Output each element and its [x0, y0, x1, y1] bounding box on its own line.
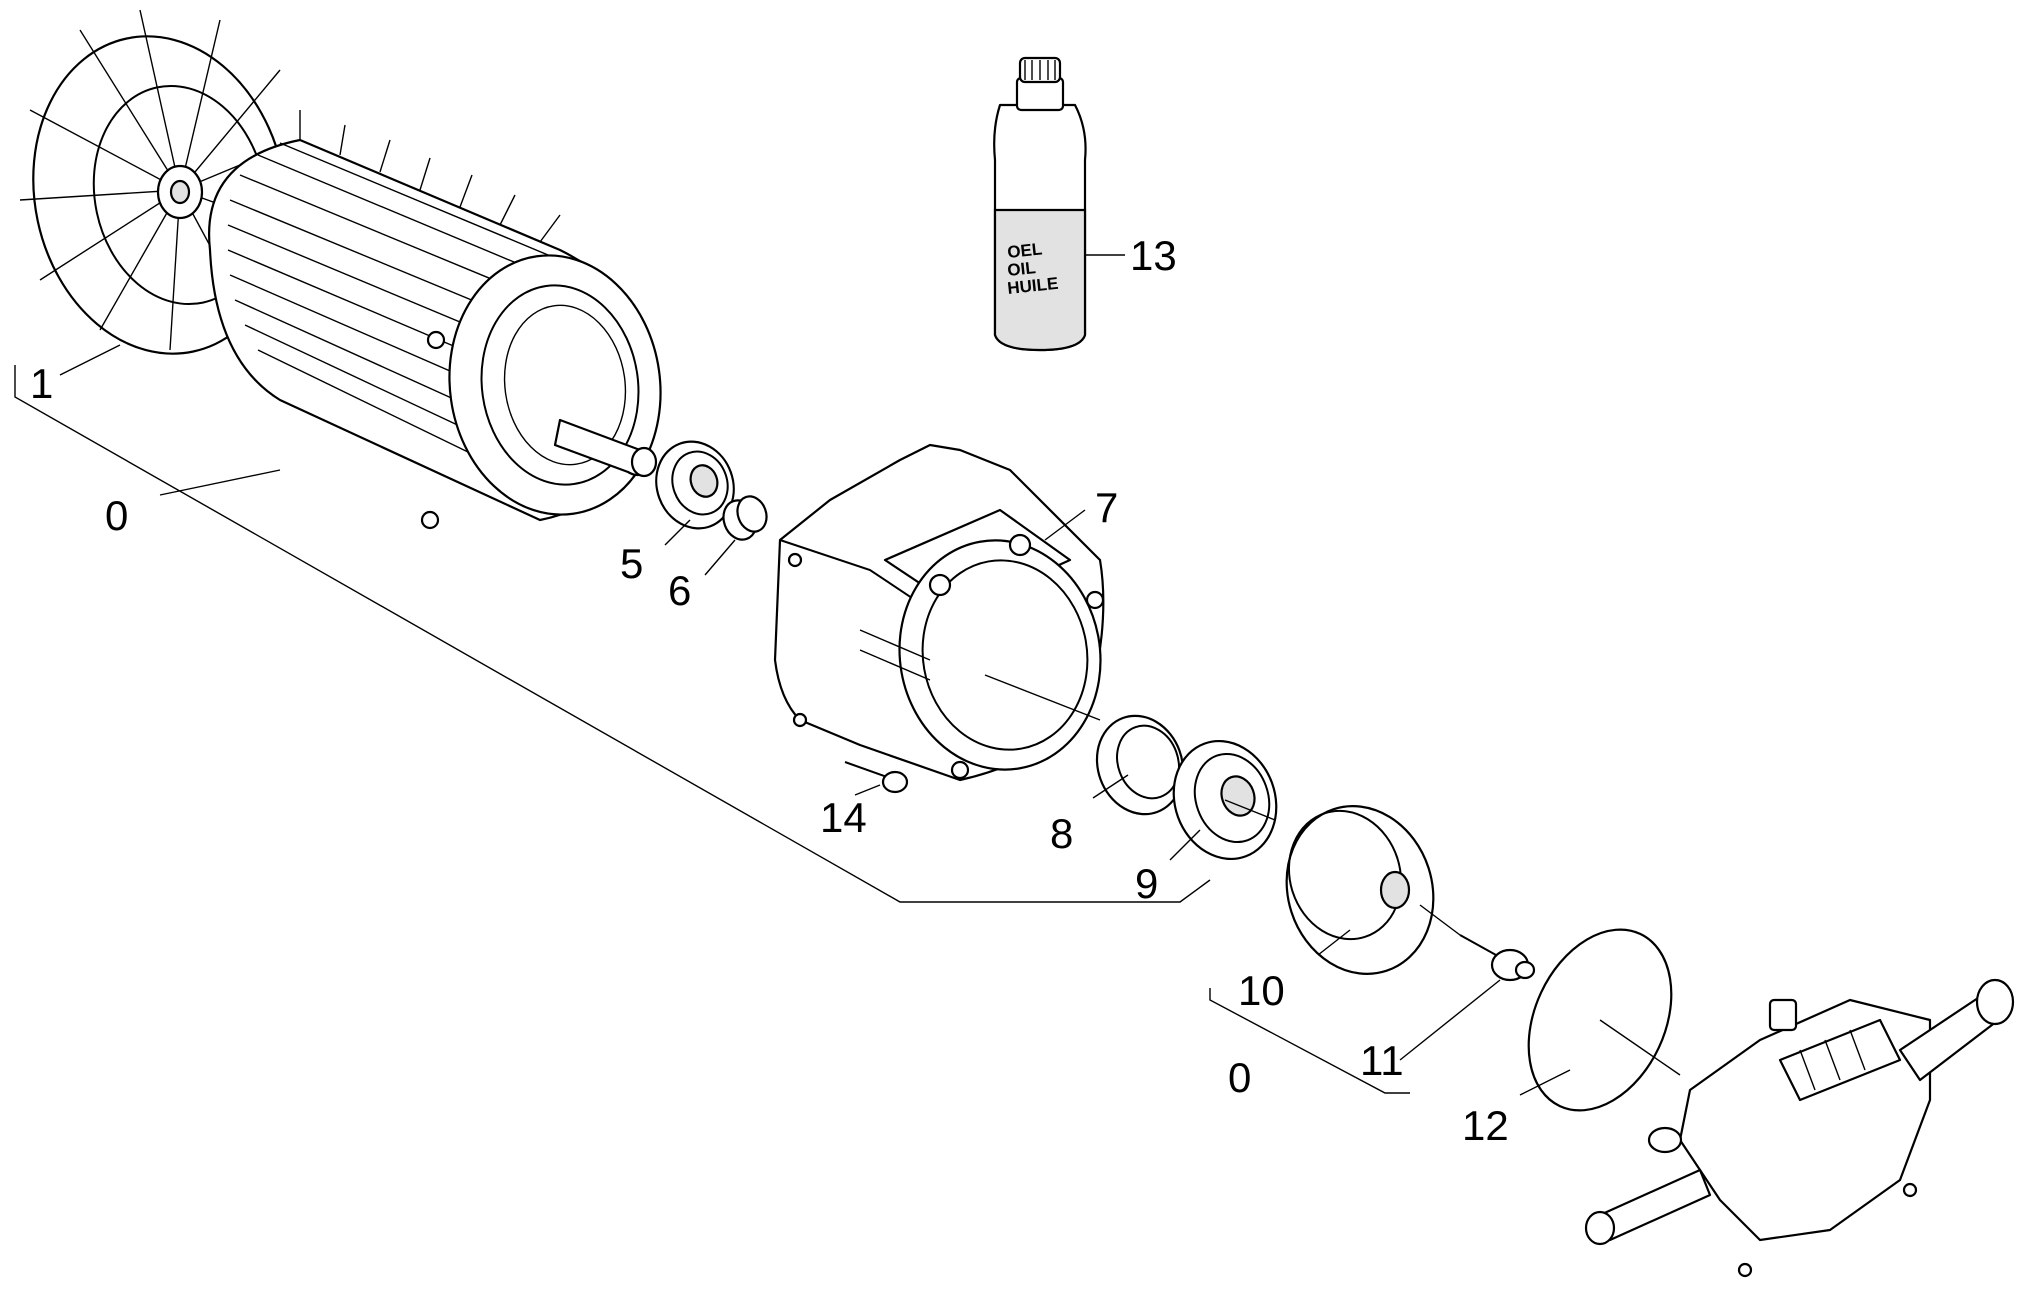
callout-9: 9 [1135, 860, 1158, 907]
callout-12: 12 [1462, 1102, 1509, 1149]
bearing-part-5 [655, 440, 735, 530]
pump-head-part [1584, 978, 2015, 1278]
assembly-bracket-lines [14, 365, 1410, 1094]
motor-housing-part [208, 110, 662, 530]
callouts: 1 0 5 6 7 8 9 10 11 0 12 13 14 [30, 232, 1509, 1149]
leader-lines [59, 254, 1681, 1096]
callout-1: 1 [30, 360, 53, 407]
ring-part-6 [722, 495, 768, 541]
wobble-plate-part-10 [1285, 805, 1435, 975]
callout-13: 13 [1130, 232, 1177, 279]
callout-5: 5 [620, 540, 643, 587]
callout-11: 11 [1360, 1037, 1404, 1084]
bottle-label-oel: OEL [1006, 239, 1043, 262]
callout-0-upper: 0 [105, 492, 128, 539]
oil-bottle-part: OEL OIL HUILE [993, 56, 1087, 352]
seal-part-8 [1095, 714, 1185, 816]
pump-housing-part [773, 443, 1105, 782]
screw-part-11 [1459, 934, 1536, 982]
bottle-label-oil: OIL [1006, 258, 1036, 280]
callout-14: 14 [820, 794, 867, 841]
screw-part-14 [844, 761, 909, 794]
callout-7: 7 [1095, 484, 1118, 531]
callout-8: 8 [1050, 810, 1073, 857]
callout-6: 6 [668, 567, 691, 614]
callout-0-lower: 0 [1228, 1054, 1251, 1101]
callout-10: 10 [1238, 967, 1285, 1014]
